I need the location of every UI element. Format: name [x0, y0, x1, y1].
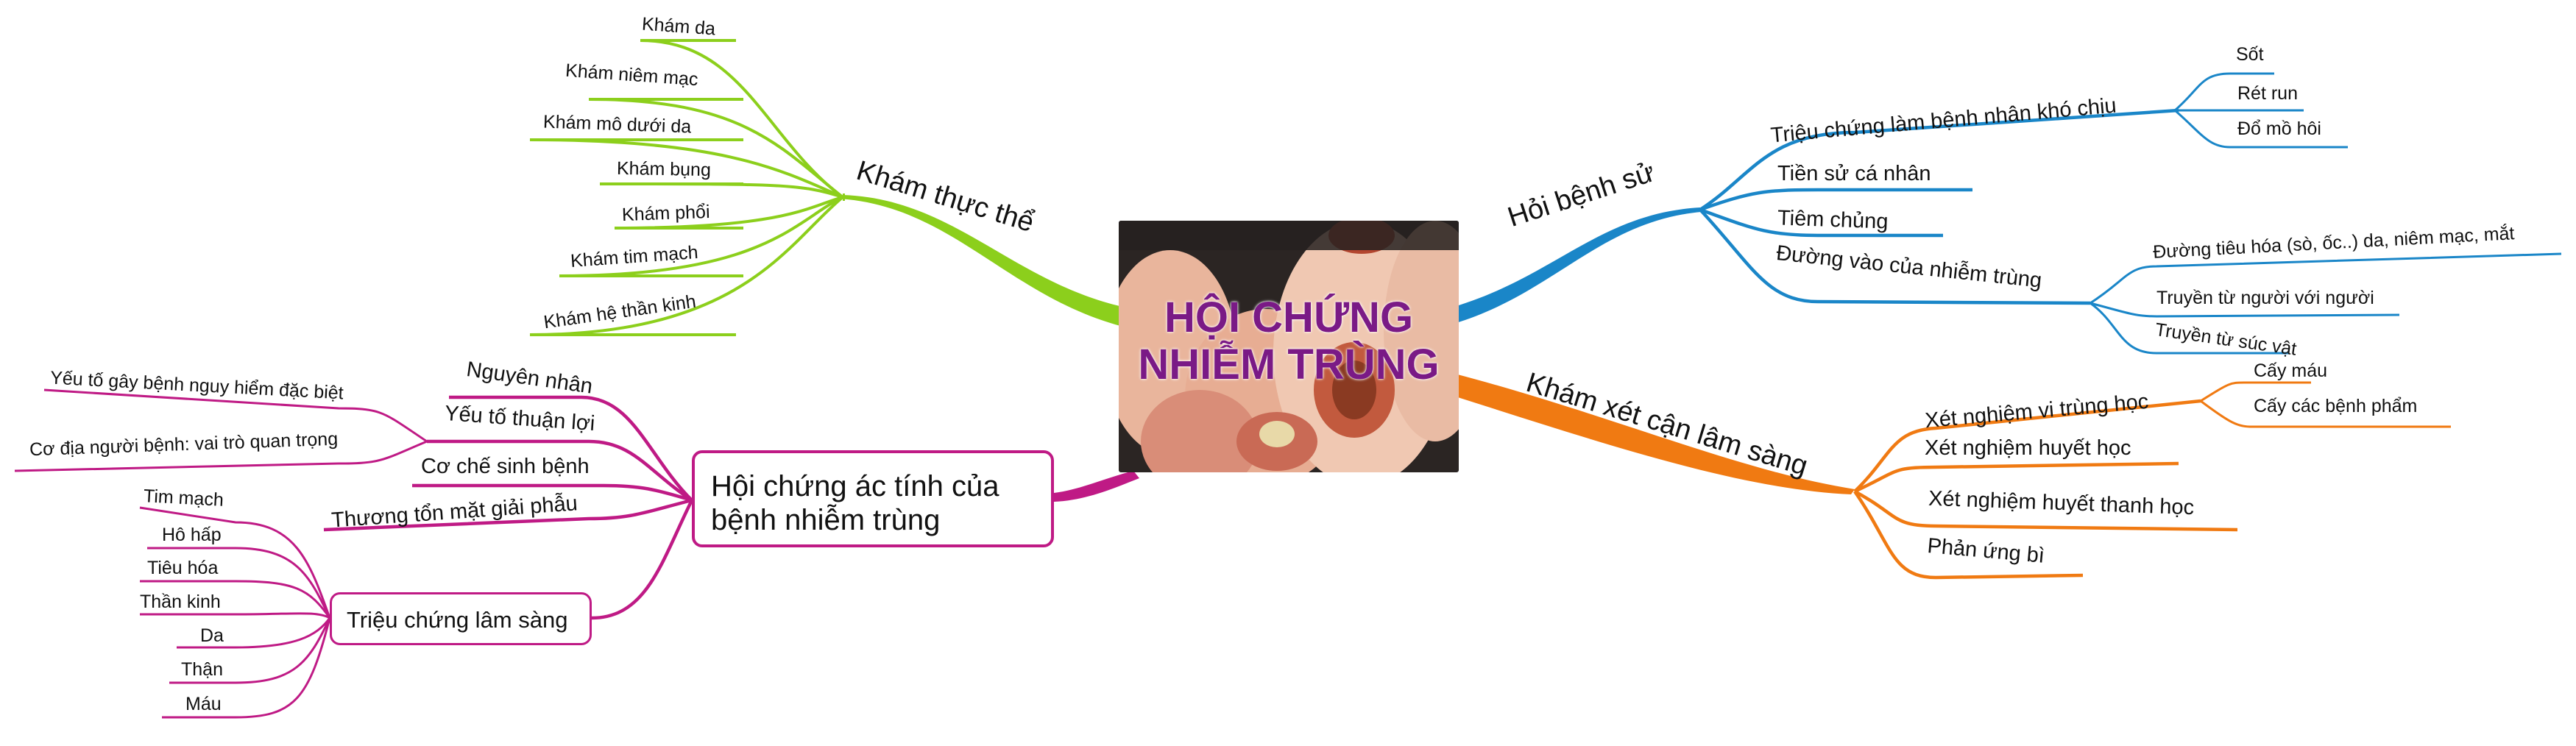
infected-toes-photo: [1119, 221, 1459, 472]
sub-co-che-sinh-benh[interactable]: Cơ chế sinh bệnh: [421, 455, 590, 478]
leaf-ho-hap[interactable]: Hô hấp: [162, 525, 222, 545]
leaf-kham-bung[interactable]: Khám bụng: [616, 157, 712, 181]
leaf-do-mo-hoi[interactable]: Đổ mồ hôi: [2237, 118, 2321, 139]
central-topic[interactable]: HỘI CHỨNG NHIỄM TRÙNG: [1119, 221, 1459, 472]
branch-main-kham-xet: [1446, 372, 1855, 494]
leaf-cay-mau[interactable]: Cấy máu: [2254, 360, 2328, 381]
branch-main-hoi-benh-su: [1446, 207, 1702, 324]
leaf-mau[interactable]: Máu: [185, 694, 222, 714]
central-title-line2: NHIỄM TRÙNG: [1138, 341, 1440, 388]
leaf-tieu-hoa[interactable]: Tiêu hóa: [147, 558, 219, 578]
topic-hoi-chung-ac-tinh[interactable]: Hội chứng ác tính của bệnh nhiễm trùng: [692, 450, 1054, 547]
hoi-benh-su-lines: [1699, 108, 2179, 305]
leaf-than[interactable]: Thận: [181, 659, 223, 680]
sub-xet-nghiem-huyet-hoc[interactable]: Xét nghiệm huyết học: [1925, 436, 2131, 460]
sub-trieu-chung-lam-sang[interactable]: Triệu chứng lâm sàng: [330, 592, 592, 645]
leaf-truyen-nguoi-voi-nguoi[interactable]: Truyền từ người với người: [2156, 288, 2374, 308]
leaf-tim-mach[interactable]: Tim mạch: [143, 486, 224, 511]
central-title-line1: HỘI CHỨNG: [1164, 294, 1414, 341]
leaf-than-kinh[interactable]: Thần kinh: [140, 592, 221, 612]
hoi-benh-su-leaf-lines: [2090, 72, 2562, 355]
kham-thuc-the-leaf-lines: [529, 39, 844, 336]
hoi-chung-lines: [323, 395, 694, 620]
central-topic-title: HỘI CHỨNG NHIỄM TRÙNG: [1119, 294, 1459, 388]
leaf-ret-run[interactable]: Rét run: [2237, 83, 2298, 104]
hoi-chung-leaf-lines: [14, 388, 428, 719]
kham-xet-lines: [1853, 399, 2238, 580]
kham-xet-leaf-lines: [2200, 381, 2451, 428]
branch-main-hoi-chung: [1054, 471, 1139, 502]
leaf-da[interactable]: Da: [200, 625, 224, 646]
sub-tien-su-ca-nhan[interactable]: Tiền sử cá nhân: [1777, 162, 1931, 185]
leaf-sot[interactable]: Sốt: [2236, 44, 2264, 65]
branch-main-kham-thuc-the: [839, 195, 1133, 327]
leaf-cay-cac-benh-pham[interactable]: Cấy các bệnh phẩm: [2254, 396, 2418, 416]
leaf-kham-phoi[interactable]: Khám phổi: [621, 201, 710, 226]
sub-tiem-chung[interactable]: Tiêm chủng: [1777, 206, 1889, 234]
